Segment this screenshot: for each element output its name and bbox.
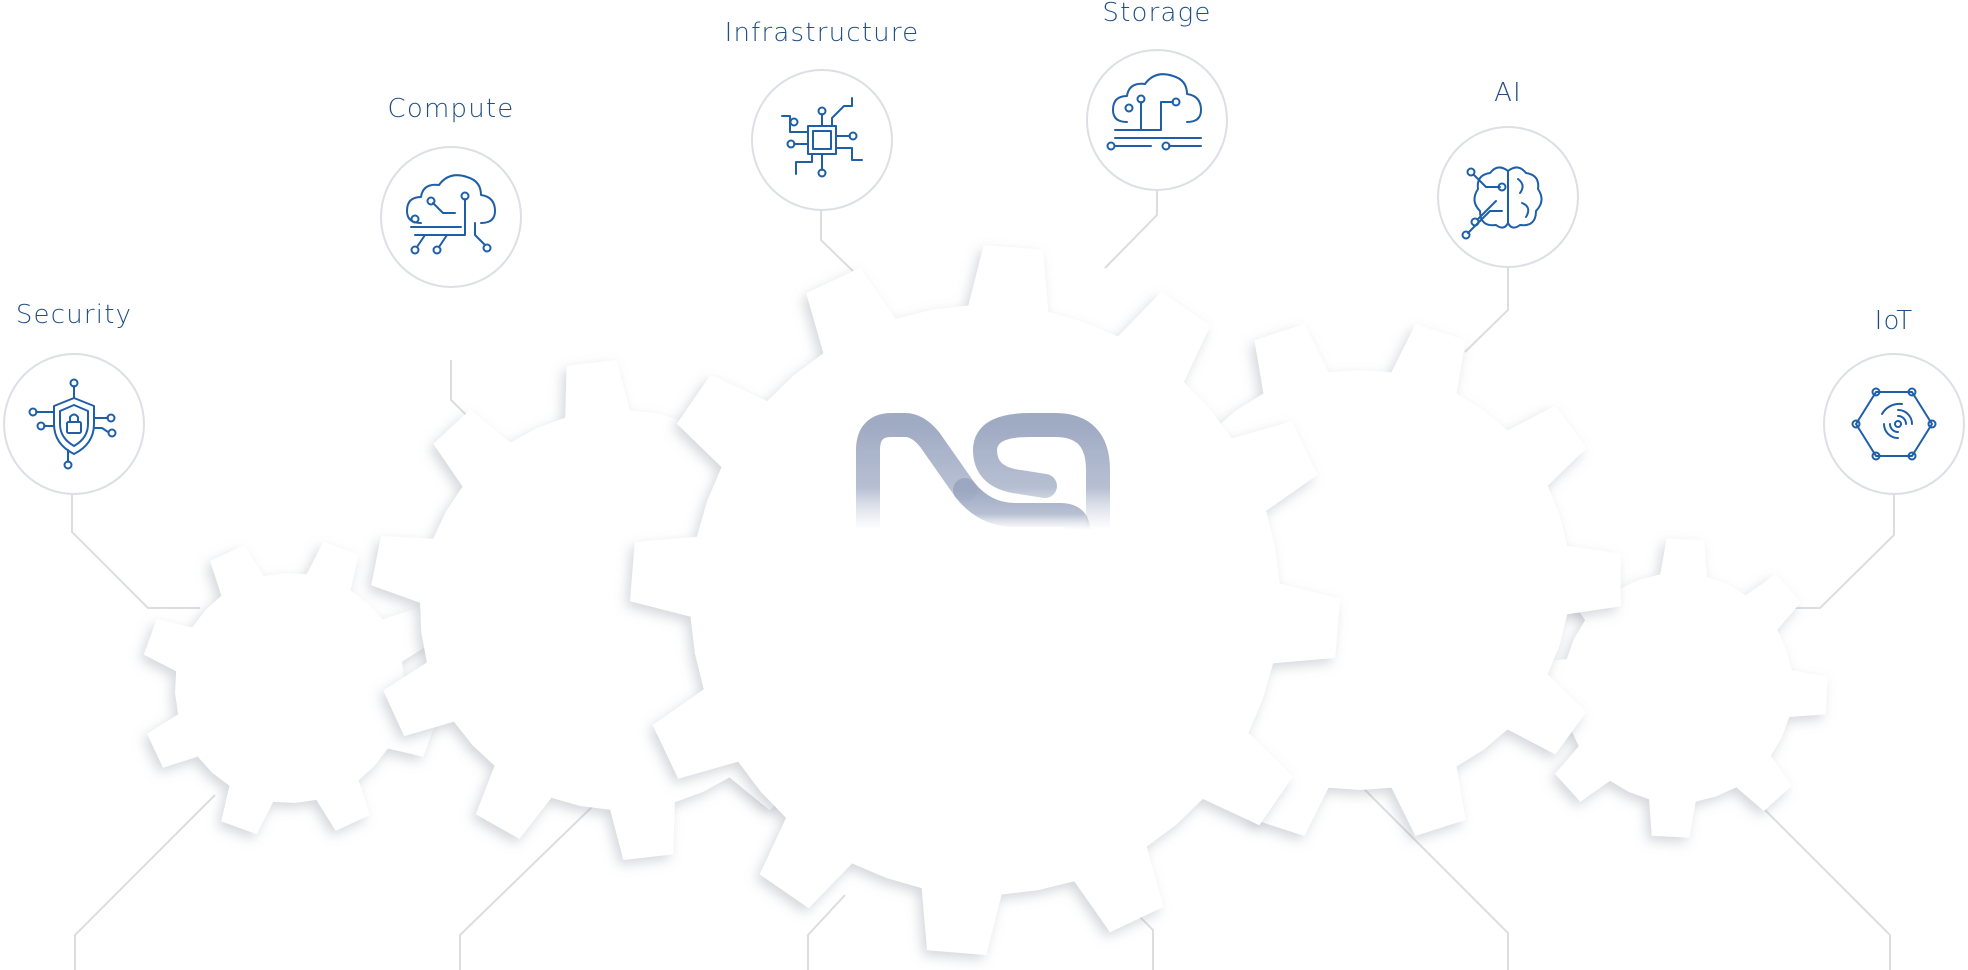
- icon-circle-infrastructure: [751, 69, 893, 211]
- iot-network-icon: [1851, 387, 1937, 461]
- connector-storage: [1104, 190, 1158, 269]
- label-compute: Compute: [387, 94, 515, 124]
- gear-far-left: [143, 541, 437, 835]
- circle-infrastructure: [751, 69, 893, 211]
- connector-security: [71, 495, 200, 609]
- connector-bottom-5: [1349, 774, 1509, 970]
- connector-bottom-1: [74, 794, 216, 970]
- icon-circle-security: [3, 353, 145, 495]
- circle-compute: [380, 146, 522, 288]
- label-infrastructure: Infrastructure: [724, 18, 920, 48]
- category-circles: [3, 49, 1965, 495]
- gear-cluster: [143, 245, 1828, 955]
- label-security: Security: [15, 300, 133, 330]
- circle-ai: [1437, 126, 1579, 268]
- label-ai: AI: [1494, 78, 1522, 108]
- gear-center: [630, 245, 1340, 955]
- icon-circle-storage: [1086, 49, 1228, 191]
- gear-far-right: [1528, 538, 1828, 838]
- label-iot: IoT: [1874, 306, 1914, 336]
- icon-circle-compute: [380, 146, 522, 288]
- connector-infrastructure: [820, 208, 861, 279]
- brain-circuit-icon: [1461, 166, 1543, 240]
- connector-bottom-6: [1749, 794, 1891, 970]
- circle-security: [3, 353, 145, 495]
- connector-bottom-2: [459, 769, 631, 970]
- circle-storage: [1086, 49, 1228, 191]
- connector-lines: [71, 190, 1895, 970]
- ms-logo-icon: [856, 413, 1110, 542]
- circle-iot: [1823, 353, 1965, 495]
- cloud-circuit-icon: [406, 174, 496, 255]
- connector-ai: [1464, 268, 1509, 353]
- connector-bottom-3: [807, 894, 846, 970]
- cloud-storage-icon: [1106, 73, 1202, 151]
- shield-lock-icon: [28, 378, 117, 470]
- label-storage: Storage: [1102, 0, 1212, 28]
- chip-circuit-icon: [781, 97, 863, 178]
